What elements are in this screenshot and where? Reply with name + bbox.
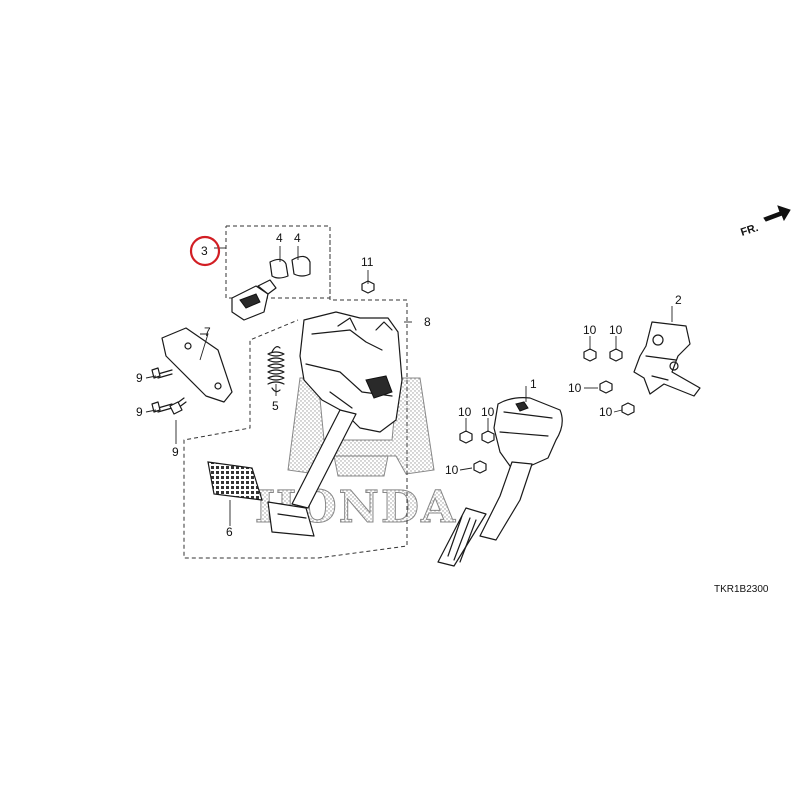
brake-pedal-assembly[interactable]: [267, 311, 403, 537]
fasteners: [151, 280, 635, 474]
nut-10-c[interactable]: [599, 380, 613, 394]
callout-7[interactable]: 7: [204, 325, 211, 339]
callout-6[interactable]: 6: [226, 525, 233, 539]
callout-9-a[interactable]: 9: [136, 371, 143, 385]
highlight-circle: [189, 235, 221, 267]
callout-9-b[interactable]: 9: [136, 405, 143, 419]
callout-9-c[interactable]: 9: [172, 445, 179, 459]
nut-10-b[interactable]: [609, 348, 623, 362]
callout-10-f[interactable]: 10: [481, 405, 495, 419]
bolt-9-b[interactable]: [151, 401, 173, 413]
front-direction-indicator: FR.: [739, 205, 791, 239]
leader-lines: [145, 246, 673, 526]
front-arrow-icon: [763, 205, 791, 222]
callout-10-e[interactable]: 10: [458, 405, 472, 419]
bolt-9-c[interactable]: [169, 397, 187, 415]
front-direction-label: FR.: [739, 222, 760, 239]
callout-5[interactable]: 5: [272, 399, 279, 413]
accelerator-pedal[interactable]: [437, 397, 563, 567]
nut-10-g[interactable]: [473, 460, 487, 474]
callout-labels: 3 4 4 11 7 8 1 2 5 6 9 9 9 10 10 10 10 1…: [136, 231, 682, 539]
callout-2[interactable]: 2: [675, 293, 682, 307]
pedal-bracket[interactable]: [633, 321, 701, 397]
callout-10-c[interactable]: 10: [568, 381, 582, 395]
nut-10-d[interactable]: [621, 402, 635, 416]
pedal-cushions[interactable]: [269, 255, 311, 279]
callout-8[interactable]: 8: [424, 315, 431, 329]
nut-10-a[interactable]: [583, 348, 597, 362]
brake-pedal-assembly-boundary: [183, 240, 408, 559]
diagram-code: TKR1B2300: [714, 584, 769, 595]
callout-4-a[interactable]: 4: [276, 231, 283, 245]
assembly-boundaries: [183, 225, 408, 559]
stop-light-switch[interactable]: [231, 279, 277, 321]
callout-11[interactable]: 11: [361, 255, 374, 269]
brake-pedal-pad[interactable]: [207, 461, 263, 501]
cover-plate[interactable]: [161, 327, 233, 403]
callout-10-b[interactable]: 10: [609, 323, 623, 337]
cushion-a[interactable]: [269, 258, 289, 279]
callout-1[interactable]: 1: [530, 377, 537, 391]
nut-10-e[interactable]: [459, 430, 473, 444]
callout-10-d[interactable]: 10: [599, 405, 613, 419]
callout-10-g[interactable]: 10: [445, 463, 459, 477]
callout-3[interactable]: 3: [201, 244, 208, 258]
nut-10-f[interactable]: [481, 430, 495, 444]
cushion-b[interactable]: [291, 255, 311, 277]
callout-10-a[interactable]: 10: [583, 323, 597, 337]
bolt-9-a[interactable]: [151, 367, 173, 379]
callout-4-b[interactable]: 4: [294, 231, 301, 245]
